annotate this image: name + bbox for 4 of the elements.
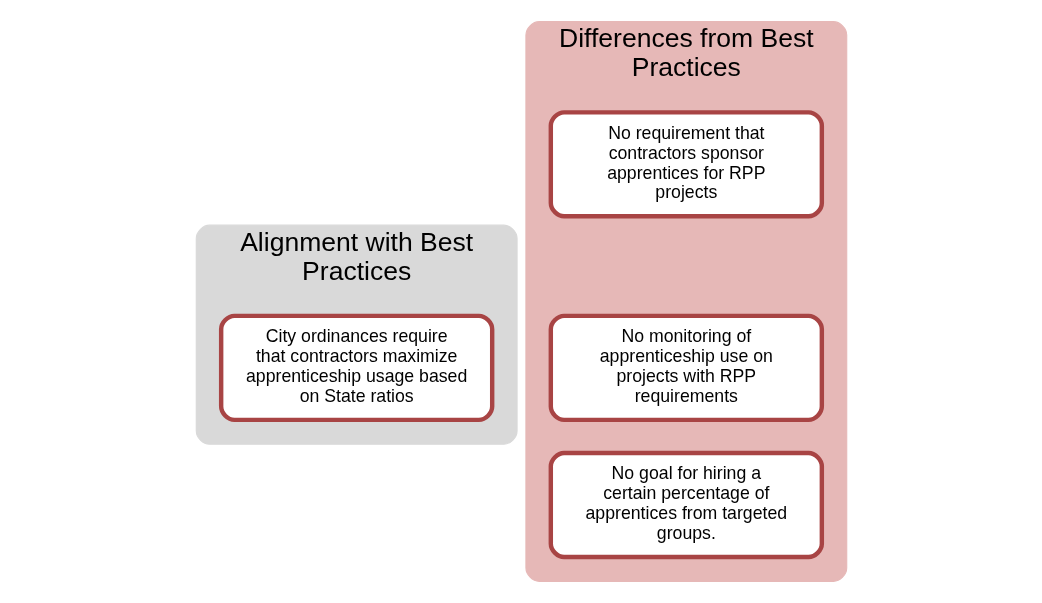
node-box: No requirement that contractors sponsor apprentices for RPP projects: [548, 110, 824, 219]
node-box: No goal for hiring a certain percentage of apprentices from targeted groups.: [548, 450, 824, 560]
node-box: No monitoring of apprenticeship use on projects with RPP requirements: [548, 313, 824, 423]
node-box: City ordinances require that contractors maximize apprenticeship usage based on State ratios: [218, 313, 494, 423]
